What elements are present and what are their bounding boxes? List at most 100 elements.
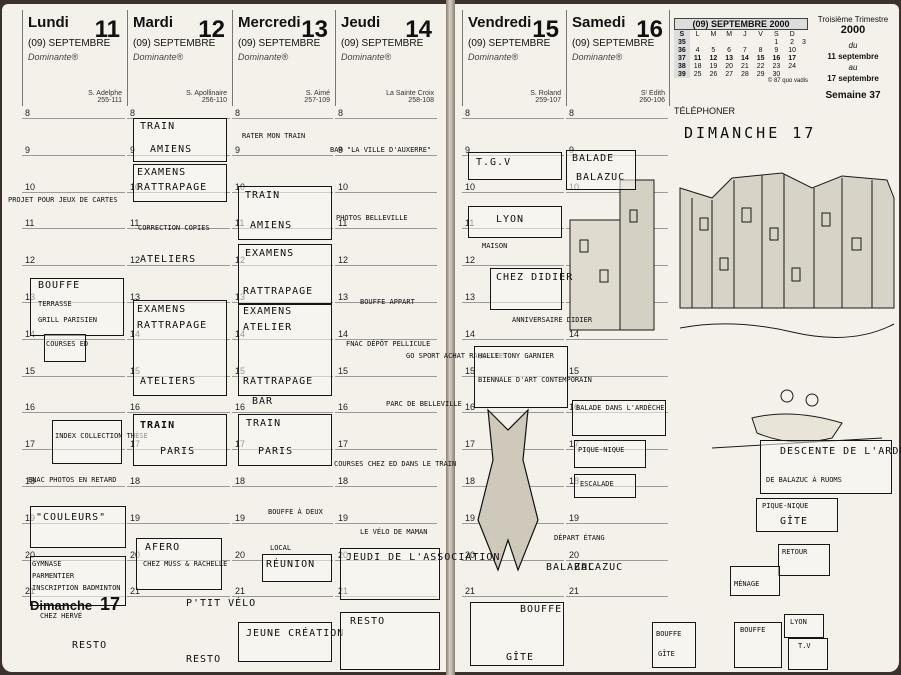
note: BAR	[252, 396, 274, 407]
tower-sketch	[569, 179, 655, 331]
note-box	[133, 164, 227, 202]
hour-line	[232, 523, 333, 524]
note: RATTRAPAGE	[243, 376, 314, 387]
note: ATELIER	[243, 322, 293, 333]
week-start: 11 septembre	[827, 52, 879, 61]
note-box	[238, 186, 332, 240]
note: BOUFFE	[38, 280, 81, 291]
hour-label: 15	[465, 366, 476, 376]
hour-line	[335, 265, 437, 266]
hour-label: 14	[465, 329, 476, 339]
hour-label: 18	[25, 476, 36, 486]
note: T.V	[798, 642, 811, 650]
day-number: 16	[636, 16, 663, 43]
note: RATTRAPAGE	[243, 286, 314, 297]
hour-label: 8	[130, 108, 136, 118]
note: MAISON	[482, 242, 508, 250]
hour-line	[462, 265, 564, 266]
hour-label: 15	[25, 366, 36, 376]
note: TRAIN	[246, 418, 282, 429]
hour-label: 17	[338, 439, 349, 449]
note: BALAZUC	[546, 562, 596, 573]
note-box	[474, 346, 568, 408]
note-box	[470, 602, 564, 666]
hour-line	[232, 486, 333, 487]
day-number: 12	[198, 16, 225, 43]
hour-label: 12	[465, 255, 476, 265]
hour-label: 21	[465, 586, 476, 596]
day-number: 11	[94, 16, 120, 43]
note: COURSES CHEZ ED DANS LE TRAIN	[334, 460, 457, 468]
note: LYON	[496, 214, 525, 225]
hour-line	[462, 192, 564, 193]
hour-label: 11	[25, 218, 35, 228]
hour-label: 21	[569, 586, 580, 596]
note: ANNIVERSAIRE DIDIER	[512, 316, 593, 324]
day-header-lundi: Lundi 11 (09) SEPTEMBRE Dominante® S. Ad…	[22, 10, 126, 106]
hour-label: 13	[130, 292, 141, 302]
hour-label: 10	[465, 182, 476, 192]
note-box	[468, 152, 562, 180]
day-name: Mercredi	[238, 14, 301, 31]
hour-label: 16	[235, 402, 246, 412]
trimester-label: Troisième Trimestre	[817, 15, 889, 24]
note: BALADE	[572, 153, 615, 164]
note: MÉNAGE	[734, 580, 760, 588]
hour-label: 9	[465, 145, 471, 155]
day-month: (09) SEPTEMBRE	[28, 38, 111, 49]
note: AFERO	[145, 542, 181, 553]
hour-label: 14	[569, 329, 580, 339]
note-box	[340, 548, 440, 600]
hour-line	[566, 339, 668, 340]
hour-label: 19	[465, 513, 476, 523]
hour-label: 14	[338, 329, 349, 339]
day-header-mardi: Mardi 12 (09) SEPTEMBRE Dominante® S. Ap…	[127, 10, 231, 106]
note: BAR "LA VILLE D'AUXERRE"	[330, 146, 432, 154]
note: RESTO	[186, 654, 222, 665]
note: "COULEURS"	[36, 512, 107, 523]
note: BOUFFE	[656, 630, 682, 638]
hour-label: 20	[465, 550, 476, 560]
day-month: (09) SEPTEMBRE	[572, 38, 655, 49]
day-month: (09) SEPTEMBRE	[468, 38, 551, 49]
day-header-mercredi: Mercredi 13 (09) SEPTEMBRE Dominante® S.…	[232, 10, 334, 106]
hour-label: 20	[235, 550, 246, 560]
note: GO SPORT ACHAT RAQUETTES	[406, 352, 508, 360]
note: LOCAL	[270, 544, 292, 552]
hour-line	[22, 376, 125, 377]
hour-line	[22, 486, 125, 487]
hour-line	[22, 228, 125, 229]
note-box	[136, 538, 222, 590]
hour-line	[232, 118, 333, 119]
note-box	[238, 304, 332, 396]
note-box	[262, 554, 332, 582]
note-box	[490, 268, 562, 310]
note-box	[734, 622, 782, 668]
day-month: (09) SEPTEMBRE	[238, 38, 321, 49]
note: EXAMENS	[245, 248, 295, 259]
note: GÎTE	[506, 652, 535, 663]
hour-label: 9	[338, 145, 344, 155]
note-box	[133, 118, 227, 162]
hour-line	[462, 412, 564, 413]
week-number: Semaine 37	[825, 90, 881, 101]
hour-line	[22, 155, 125, 156]
day-name: Samedi	[572, 14, 626, 31]
day-dominante: Dominante®	[28, 52, 79, 62]
hour-line	[335, 486, 437, 487]
hour-line	[335, 523, 437, 524]
sunday-footer-number: 17	[100, 594, 121, 614]
hour-label: 8	[25, 108, 31, 118]
hour-label: 16	[130, 402, 141, 412]
hour-label: 18	[235, 476, 246, 486]
hour-line	[566, 560, 668, 561]
hour-label: 9	[130, 145, 135, 155]
note: TERRASSE	[38, 300, 72, 308]
